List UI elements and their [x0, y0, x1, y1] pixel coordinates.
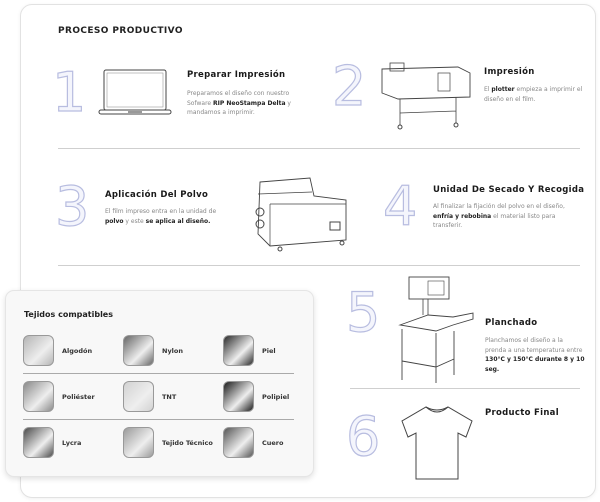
- step-description: El plotter empieza a imprimir el diseño …: [484, 86, 583, 103]
- fabric-item: Poliéster: [23, 381, 95, 412]
- fabric-label: Polipiel: [262, 392, 290, 401]
- fabric-label: Algodón: [62, 346, 93, 355]
- section-title: PROCESO PRODUCTIVO: [58, 26, 183, 36]
- step-title: Unidad De Secado Y Recogida: [433, 185, 585, 195]
- step-title: Preparar Impresión: [187, 70, 286, 80]
- fabric-label: Piel: [262, 346, 276, 355]
- fabric-item: Cuero: [223, 427, 283, 458]
- fabric-thumbnail: [23, 335, 54, 366]
- step-number-4: 4: [382, 175, 418, 238]
- fabric-thumbnail: [223, 381, 254, 412]
- fabric-item: Piel: [223, 335, 276, 366]
- powder-unit-icon: [255, 177, 347, 252]
- divider: [58, 148, 580, 149]
- step-description: El film impreso entra en la unidad de po…: [105, 208, 217, 225]
- step-description: Planchamos el diseño a la prenda a una t…: [485, 337, 585, 373]
- step-number-6: 6: [345, 405, 381, 468]
- step-title: Planchado: [485, 318, 538, 328]
- fabric-thumbnail: [123, 335, 154, 366]
- fabric-label: TNT: [162, 392, 177, 401]
- fabric-item: TNT: [123, 381, 176, 412]
- fabric-label: Lycra: [62, 438, 82, 447]
- step-description: Al finalizar la fijación del polvo en el…: [433, 203, 565, 229]
- fabric-label: Tejido Técnico: [162, 438, 213, 447]
- fabric-label: Nylon: [162, 346, 183, 355]
- divider: [23, 373, 294, 374]
- fabric-thumbnail: [123, 381, 154, 412]
- fabrics-title: Tejidos compatibles: [24, 310, 113, 319]
- fabric-thumbnail: [223, 335, 254, 366]
- divider: [58, 265, 580, 266]
- fabric-thumbnail: [223, 427, 254, 458]
- fabric-thumbnail: [123, 427, 154, 458]
- tshirt-icon: [401, 406, 473, 480]
- fabric-item: Algodón: [23, 335, 92, 366]
- fabric-thumbnail: [23, 427, 54, 458]
- fabric-label: Cuero: [262, 438, 284, 447]
- heat-press-icon: [398, 276, 474, 383]
- step-description: Preparamos el diseño con nuestro Sofware…: [187, 90, 291, 116]
- fabric-label: Poliéster: [62, 392, 95, 401]
- step-number-3: 3: [54, 175, 90, 238]
- step-title: Aplicación Del Polvo: [105, 190, 209, 200]
- step-number-1: 1: [51, 61, 87, 124]
- step-number-2: 2: [331, 55, 367, 118]
- step-number-5: 5: [345, 281, 381, 344]
- step-title: Producto Final: [485, 408, 559, 418]
- step-title: Impresión: [484, 67, 535, 77]
- fabric-item: Lycra: [23, 427, 81, 458]
- fabric-thumbnail: [23, 381, 54, 412]
- printer-icon: [381, 62, 471, 130]
- fabric-item: Polipiel: [223, 381, 289, 412]
- divider: [350, 388, 580, 389]
- fabric-item: Tejido Técnico: [123, 427, 213, 458]
- laptop-icon: [98, 69, 172, 115]
- divider: [23, 419, 294, 420]
- fabric-item: Nylon: [123, 335, 183, 366]
